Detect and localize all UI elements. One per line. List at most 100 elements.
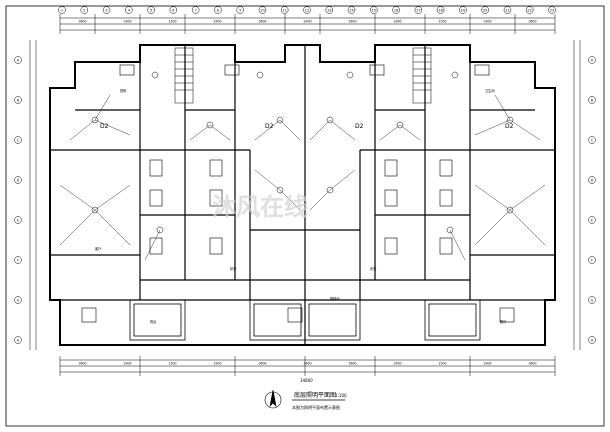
room-label: 卧室 [230,266,236,271]
room-label: 厨房 [120,88,126,93]
watermark: 沐风在线 [212,193,308,221]
dimension-label-bottom: 3300 [123,362,131,366]
dimension-label-top: 2400 [303,20,311,24]
axis-bubble-right: H [588,336,596,344]
axis-label-top: 11 [282,9,286,13]
unit-label: D2 [100,123,109,130]
dimension-label-top: 3600 [348,20,356,24]
axis-label-right: D [591,179,594,183]
axis-bubble-top: 19 [459,6,467,14]
axis-label-top: 14 [349,9,354,13]
dimension-label-bottom: 2400 [303,362,311,366]
axis-label-right: E [591,219,593,223]
axis-bubble-top: 3 [102,6,111,14]
axis-label-right: B [591,99,594,103]
axis-bubble-top: 2 [80,6,89,14]
axis-bubble-top: 16 [392,6,400,14]
drawing-title: 底层照明平面图 [294,391,336,399]
light-fixtures [91,71,514,234]
dimension-label-bottom: 3600 [258,362,266,366]
axis-bubble-top: 13 [325,6,334,14]
axis-label-top: 1 [61,9,63,13]
dimension-ticks [59,14,556,376]
axis-bubble-right: D [588,176,596,184]
axis-label-right: F [591,259,593,263]
dimension-label-top: 1500 [168,20,176,24]
drawing-scale: 1:100 [335,393,347,398]
axis-bubble-right: A [588,56,596,64]
dimension-label-bottom: 3600 [528,362,536,366]
total-dimension: 34800 [300,378,313,383]
axis-label-left: F [17,259,19,263]
unit-label: D2 [355,123,364,130]
axis-bubble-right: C [588,136,596,144]
dimension-label-bottom: 1500 [168,362,176,366]
axis-label-top: 10 [260,9,264,13]
axis-bubble-top: 14 [347,6,356,14]
axis-bubble-top: 9 [236,6,244,14]
axis-bubble-top: 10 [258,6,267,14]
axis-label-top: 9 [239,9,241,13]
axis-bubble-top: 4 [125,6,133,14]
room-label: 阳台 [150,319,156,324]
axis-bubble-top: 5 [147,6,155,14]
axis-label-top: 6 [172,9,174,13]
axis-bubble-top: 8 [214,6,222,14]
axis-label-top: 16 [394,9,398,13]
axis-label-top: 20 [483,9,487,13]
staircases [174,47,432,104]
axis-label-right: A [591,59,594,63]
axis-label-top: 8 [217,9,219,13]
axis-bubble-right: B [588,96,596,104]
axis-label-left: E [17,219,19,223]
axis-label-top: 5 [150,9,152,13]
axis-bubble-top: 12 [303,6,311,14]
dimension-label-top: 3600 [258,20,266,24]
axis-label-left: A [17,59,20,63]
axis-label-top: 3 [105,9,107,13]
drawing-note: 本图为照明平面布置示意图 [292,404,340,410]
unit-label: D2 [505,123,514,130]
axis-bubble-top: 20 [481,6,489,14]
axis-bubble-top: 23 [548,6,556,14]
axis-label-top: 17 [416,9,420,13]
axis-label-top: 22 [527,9,531,13]
dimension-label-top: 3300 [213,20,221,24]
axis-label-top: 13 [327,9,331,13]
exterior-walls [49,44,556,346]
axis-label-left: D [17,179,20,183]
axis-label-left: C [17,139,20,143]
axis-label-top: 7 [195,9,197,13]
axis-bubble-left: F [14,256,22,264]
dimension-labels: 3600360033003300150015003300330036003600… [78,20,536,366]
dimension-label-top: 3600 [528,20,536,24]
axis-bubble-top: 1 [58,6,66,14]
axis-label-top: 12 [305,9,309,13]
sheet-border [5,5,605,427]
room-label: 餐厅 [500,319,507,324]
axis-label-top: 21 [505,9,509,13]
bottom-dimension-lines [60,359,555,373]
axis-bubble-left: A [14,56,22,64]
dimension-label-top: 3300 [123,20,131,24]
axis-bubble-left: H [14,336,22,344]
side-dimension-lines [29,40,581,350]
top-dimension-lines [60,17,555,31]
axis-bubble-left: E [14,216,22,224]
axis-bubble-top: 22 [525,6,534,14]
axis-label-right: H [591,339,594,343]
axis-bubble-top: 15 [370,6,378,14]
axis-label-top: 2 [83,9,85,13]
axis-bubble-left: C [14,136,22,144]
dimension-label-top: 3600 [78,20,86,24]
axis-bubble-left: G [14,296,22,304]
axis-bubble-right: F [588,256,596,264]
axis-label-left: B [17,99,20,103]
dimension-label-bottom: 3600 [78,362,86,366]
axis-bubble-top: 6 [169,6,178,14]
axis-label-top: 15 [372,9,376,13]
axis-label-top: 18 [438,9,442,13]
